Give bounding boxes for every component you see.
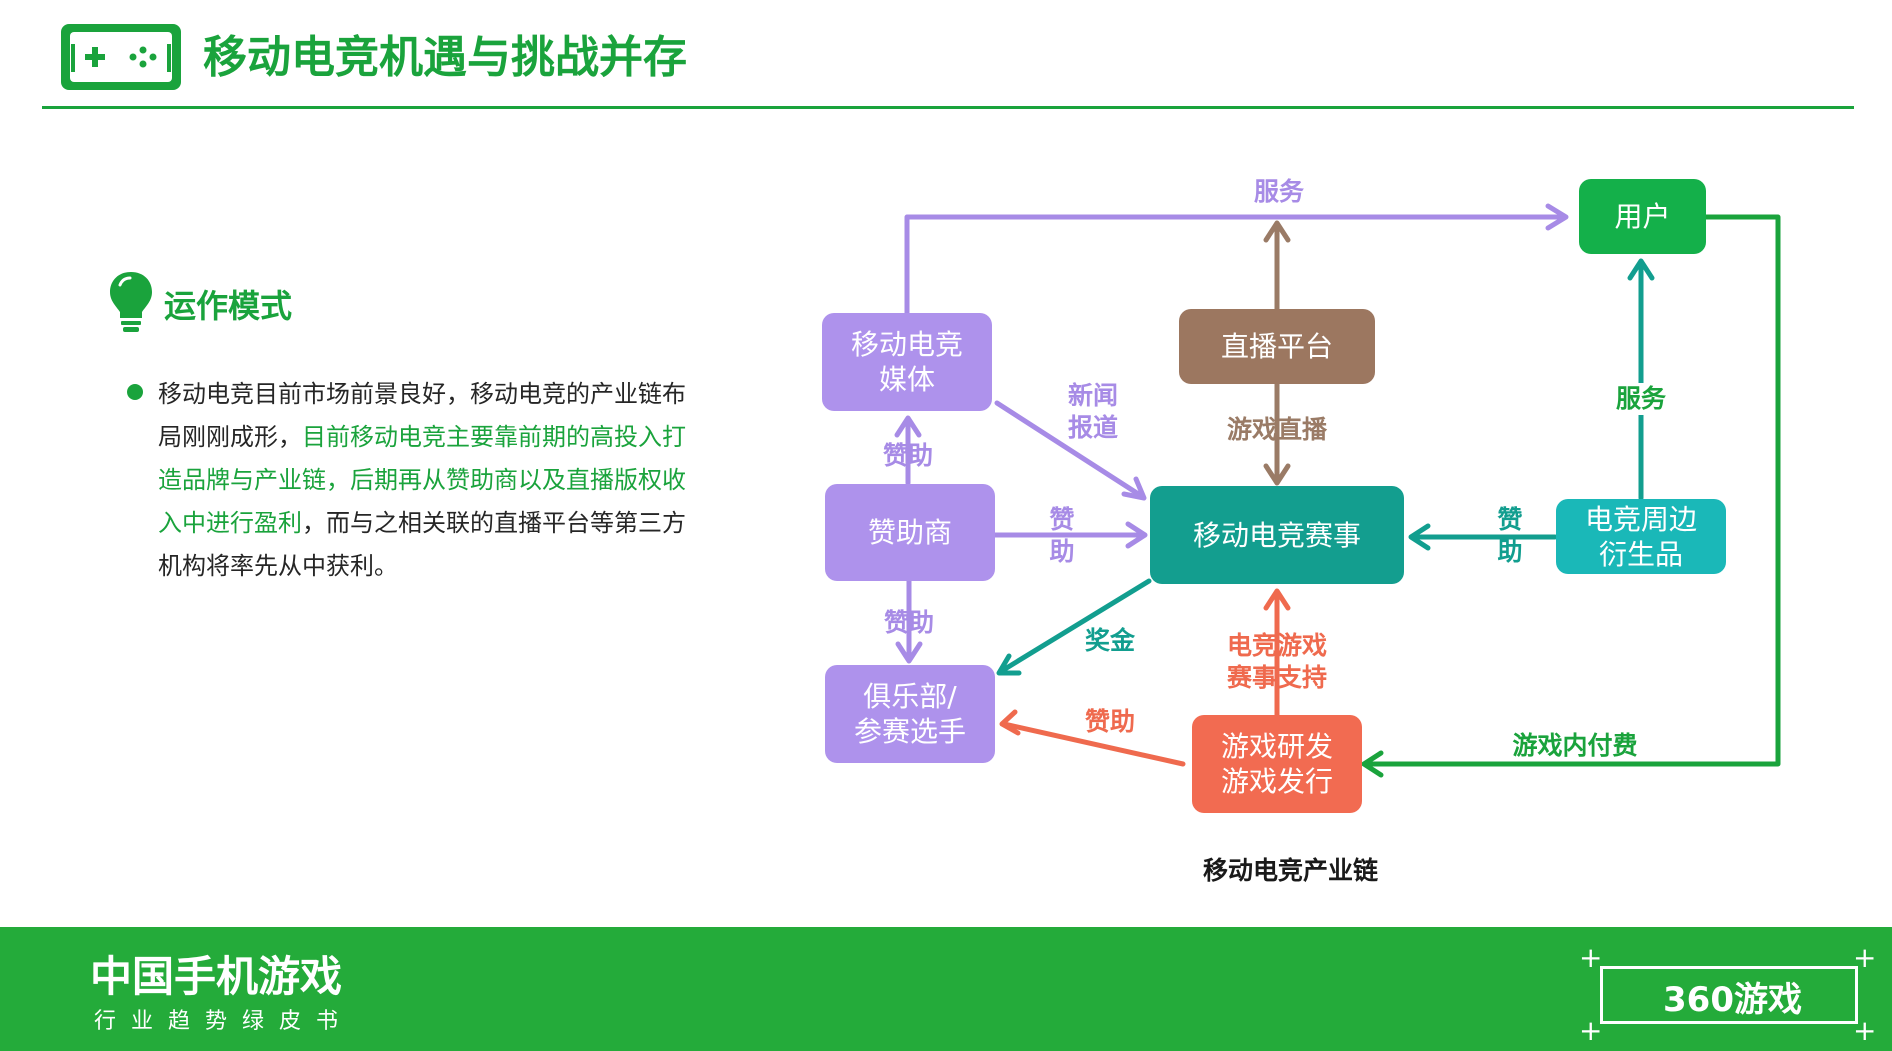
label-sponsor-club: 赞助 [883, 608, 934, 637]
node-media: 移动电竞 媒体 [822, 313, 992, 411]
plus-icon: + [1853, 1014, 1877, 1047]
header-divider [42, 106, 1854, 109]
label-news: 新闻 报道 [1067, 381, 1118, 442]
node-esports-event: 移动电竞赛事 [1150, 486, 1404, 584]
node-sponsor: 赞助商 [825, 484, 995, 581]
label-esports-support: 电竞游戏 赛事支持 [1226, 631, 1327, 692]
diagram-caption: 移动电竞产业链 [1203, 856, 1379, 885]
arrow-dev-to-club [1001, 721, 1186, 767]
arrow-event-to-club [997, 578, 1152, 675]
label-sponsor-media: 赞助 [882, 441, 933, 470]
footer-bar [0, 927, 1892, 1051]
label-game-live: 游戏直播 [1226, 415, 1327, 444]
brand-logo: 360游戏 [1663, 980, 1802, 1020]
arrow-user-to-dev [1361, 214, 1781, 767]
gamepad-logo-icon [61, 24, 181, 90]
brand-frame [1600, 966, 1858, 1024]
arrow-media-to-user [904, 214, 1568, 317]
node-merch: 电竞周边 衍生品 [1556, 499, 1726, 574]
lightbulb-icon [108, 270, 154, 334]
plus-icon: + [1579, 941, 1603, 974]
label-ingame-pay: 游戏内付费 [1512, 731, 1638, 760]
arrow-media-to-event [994, 400, 1146, 500]
label-service-right: 服务 [1610, 383, 1672, 415]
label-dev-club: 赞助 [1084, 707, 1135, 736]
body-text-part-1: 移动电竞目前市场前景良好，移动电竞的产业链布局刚刚成形， [158, 380, 686, 451]
page-title: 移动电竞机遇与挑战并存 [203, 32, 687, 83]
footer-subtitle: 行业趋势绿皮书 [94, 1009, 354, 1034]
node-user: 用户 [1579, 179, 1706, 254]
plus-icon: + [1853, 941, 1877, 974]
body-paragraph: 移动电竞目前市场前景良好，移动电竞的产业链布局刚刚成形，目前移动电竞主要靠前期的… [158, 373, 698, 588]
section-heading: 运作模式 [164, 287, 293, 325]
node-club: 俱乐部/ 参赛选手 [825, 665, 995, 763]
label-prize: 奖金 [1084, 626, 1135, 655]
body-text-highlight: 目前移动电竞主要靠前期的高投入打造品牌与产业链，后期再从赞助商以及直播版权收入中… [158, 423, 686, 537]
footer-title: 中国手机游戏 [90, 952, 343, 1001]
node-live-platform: 直播平台 [1179, 309, 1375, 384]
plus-icon: + [1579, 1014, 1603, 1047]
bullet-dot [127, 384, 143, 400]
label-service-top: 服务 [1248, 176, 1310, 208]
label-sponsor-event: 赞 助 [1049, 505, 1075, 566]
label-merch-event: 赞 助 [1497, 505, 1523, 566]
node-game-dev: 游戏研发 游戏发行 [1192, 715, 1362, 813]
body-text-part-3: ，而与之相关联的直播平台等第三方机构将率先从中获利。 [158, 509, 686, 580]
